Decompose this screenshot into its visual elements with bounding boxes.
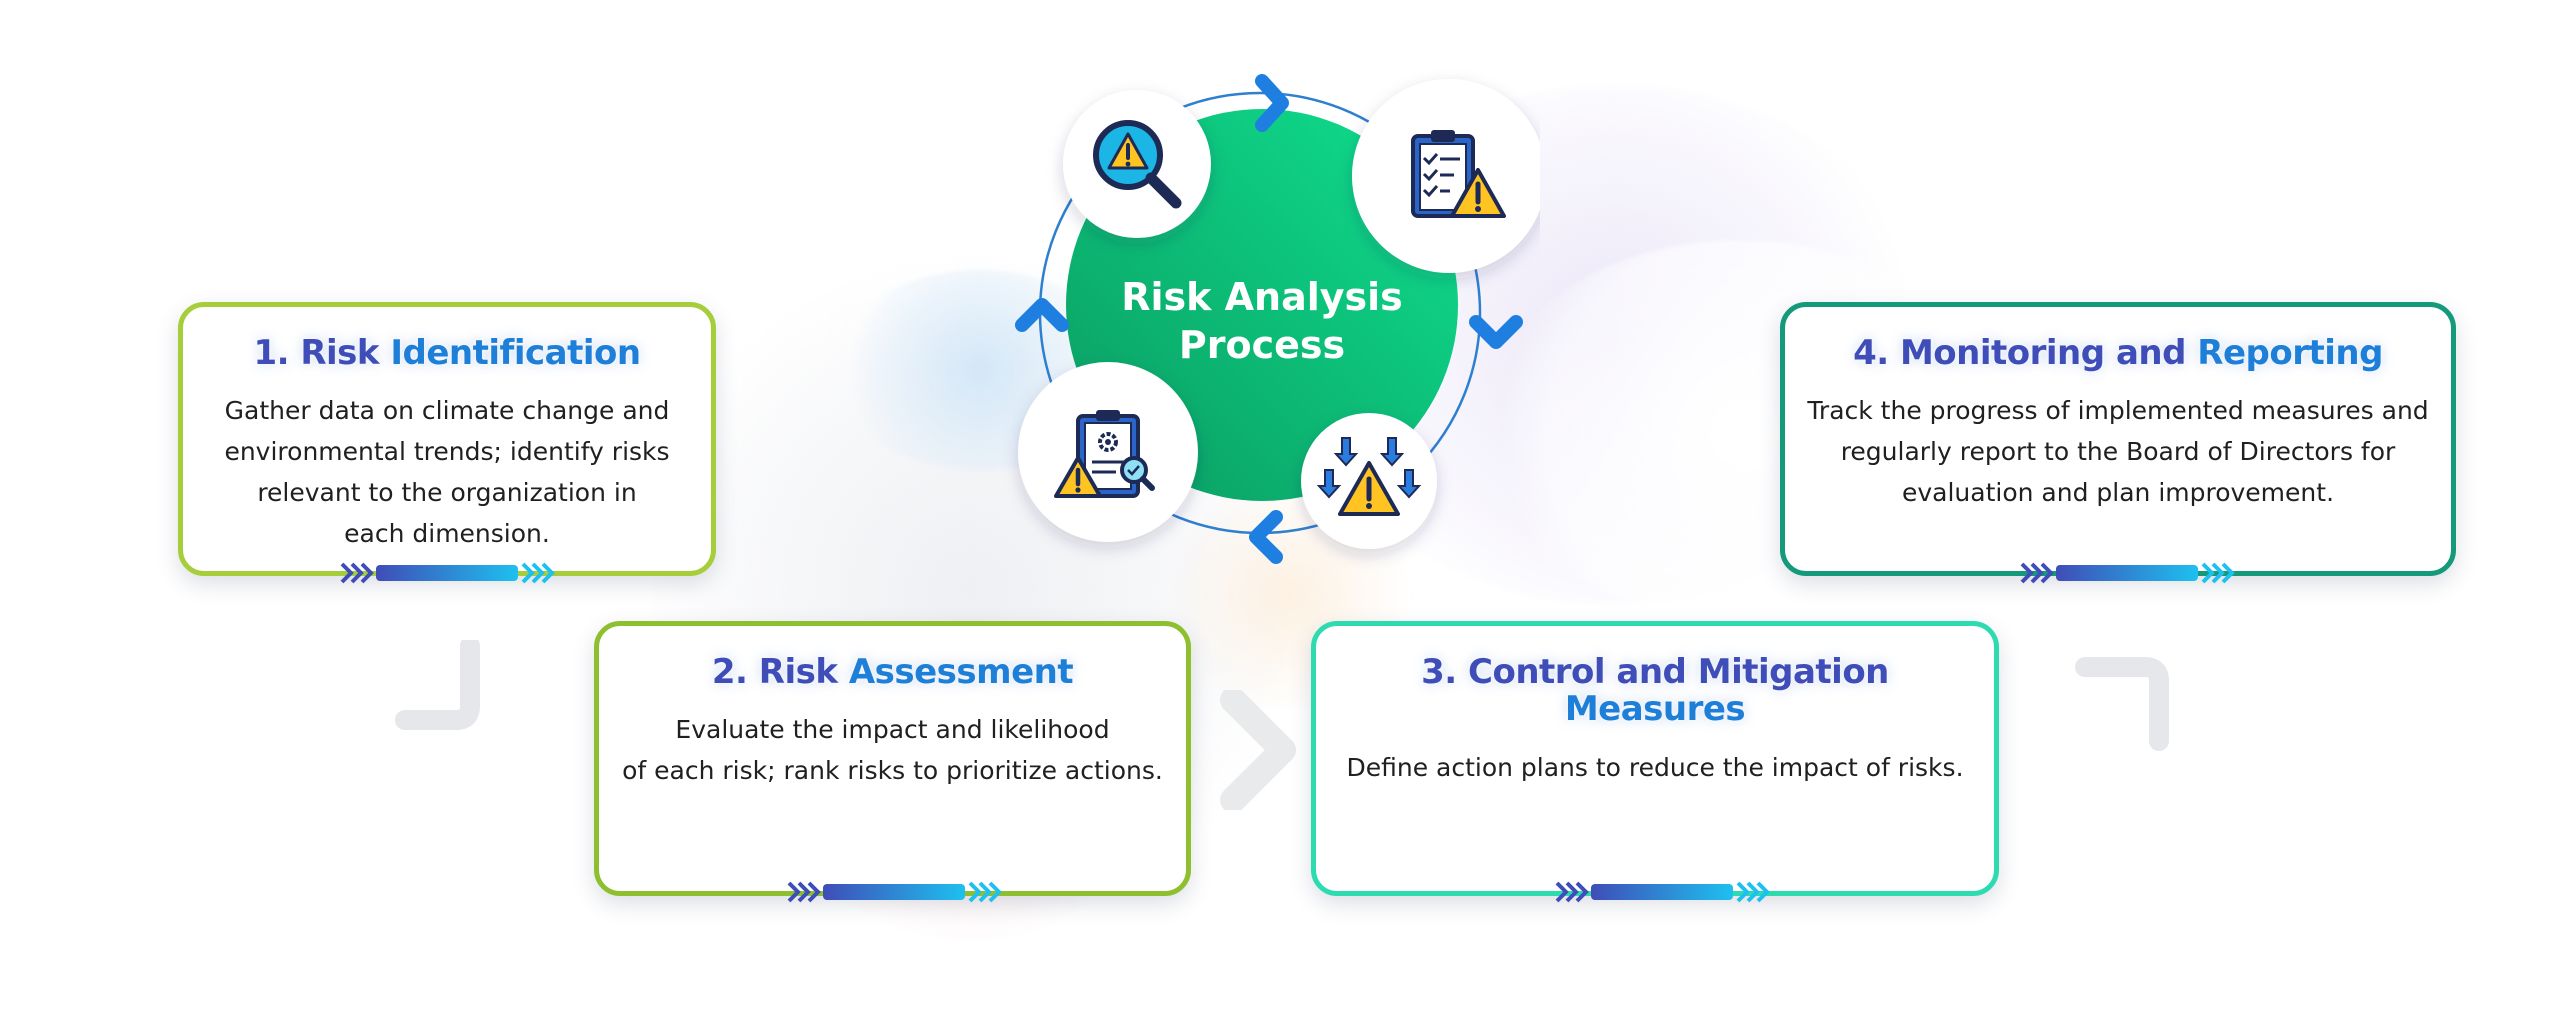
step-title: 2. Risk Assessment (711, 652, 1074, 692)
step-description: Evaluate the impact and likelihood of ea… (622, 715, 1163, 786)
down-arrows-warning-icon (1301, 413, 1437, 549)
step-title: 3. Control and Mitigation Measures (1421, 652, 1889, 730)
step-description: Track the progress of implemented measur… (1807, 396, 2429, 508)
checklist-warning-icon (1352, 79, 1540, 273)
orbit-arrow-right-icon (1469, 315, 1523, 349)
step-description: Gather data on climate change and enviro… (224, 396, 670, 549)
step-card-control-mitigation: 3. Control and Mitigation Measures Defin… (1311, 621, 1999, 896)
orbit-arrow-bottom-icon (1249, 510, 1283, 564)
orbit-arrow-left-icon (1015, 298, 1069, 332)
magnifier-warning-icon (1063, 90, 1211, 238)
step-card-risk-assessment: 2. Risk Assessment Evaluate the impact a… (594, 621, 1191, 896)
bracket-decoration-left (395, 640, 480, 730)
card-footer-arrow-bar-3 (1555, 881, 1770, 903)
bracket-decoration-right (2075, 657, 2169, 751)
report-gear-warning-icon (1018, 362, 1198, 542)
card-footer-arrow-bar-1 (340, 562, 555, 584)
orbit-arrow-top-icon (1255, 74, 1289, 132)
step-title: 1. Risk Identification (253, 333, 641, 373)
card-footer-arrow-bar-2 (787, 881, 1002, 903)
step-title: 4. Monitoring and Reporting (1853, 333, 2383, 373)
hub-title-line1: Risk Analysis (1121, 275, 1403, 319)
hub-title-line2: Process (1179, 323, 1345, 367)
hub: Risk Analysis Process (1015, 74, 1540, 564)
card-footer-arrow-bar-4 (2020, 562, 2235, 584)
step-card-risk-identification: 1. Risk Identification Gather data on cl… (178, 302, 716, 576)
step-description: Define action plans to reduce the impact… (1346, 752, 1964, 782)
step-card-monitoring-reporting: 4. Monitoring and Reporting Track the pr… (1780, 302, 2456, 576)
chevron-decoration-center (1220, 690, 1296, 810)
